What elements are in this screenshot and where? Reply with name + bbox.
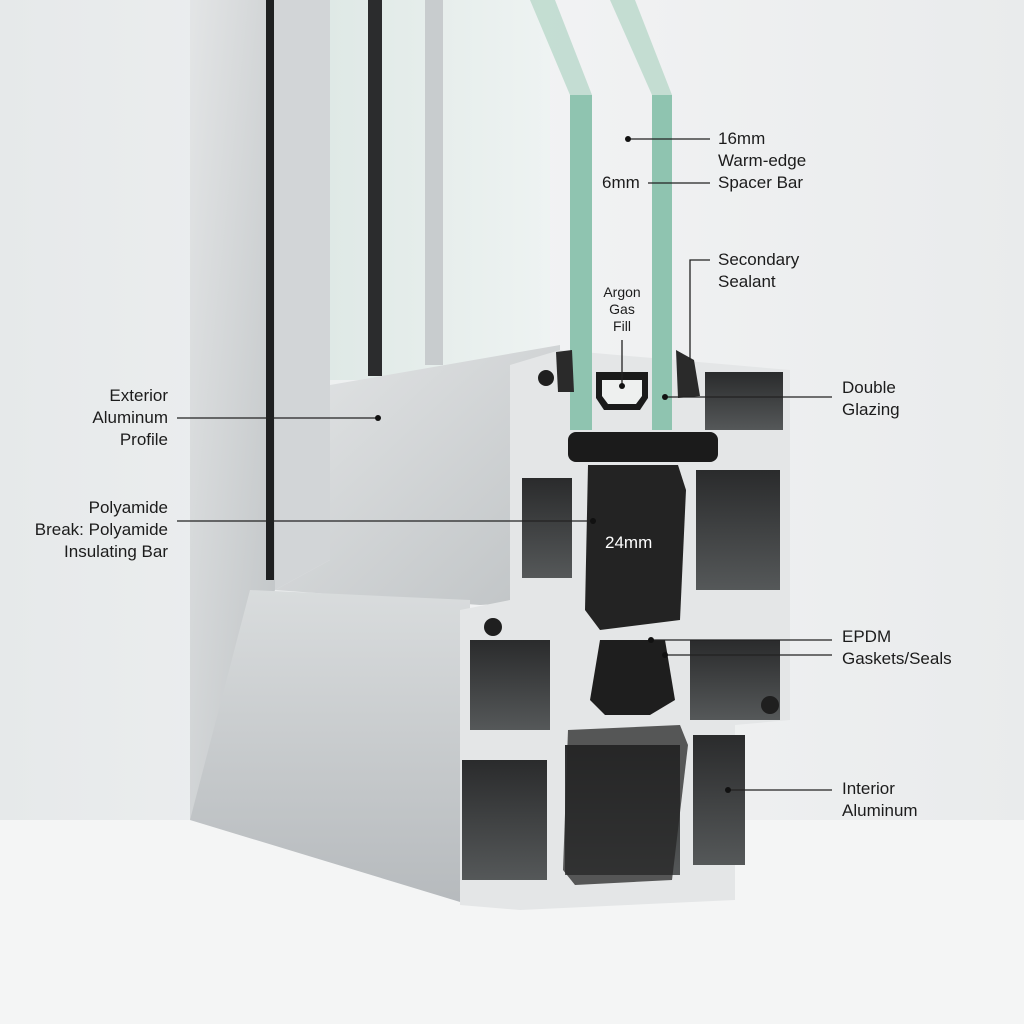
label-argon-line2: Gas bbox=[609, 301, 635, 317]
label-double-line2: Glazing bbox=[842, 400, 900, 419]
label-exterior-profile: Exterior Aluminum Profile bbox=[60, 385, 168, 451]
cavity-lower-left bbox=[470, 640, 550, 730]
leader-lines bbox=[177, 138, 832, 791]
label-epdm-gaskets: EPDM Gaskets/Seals bbox=[842, 626, 952, 670]
leader-secondary-sealant bbox=[689, 259, 710, 360]
glass-pane-inner-edge bbox=[652, 95, 672, 430]
glazing-bead bbox=[568, 432, 718, 462]
label-warm-edge-line1: 16mm bbox=[718, 129, 766, 148]
label-warm-edge-spacer: 16mm Warm-edge Spacer Bar bbox=[718, 128, 806, 194]
glass-pane-outer-edge bbox=[570, 95, 592, 430]
label-warm-edge-line3: Spacer Bar bbox=[718, 173, 804, 192]
dot-interior bbox=[725, 787, 731, 793]
dot-warm-edge bbox=[625, 136, 631, 142]
cavity-bottom-left bbox=[462, 760, 547, 880]
bottom-insulator bbox=[563, 725, 688, 885]
label-polyamide-line2: Break: Polyamide bbox=[34, 520, 168, 539]
epdm-gasket-3 bbox=[538, 370, 554, 386]
label-secondary-line2: Sealant bbox=[718, 272, 776, 291]
lower-step-face bbox=[190, 590, 470, 905]
label-break-width: 24mm bbox=[605, 533, 653, 552]
label-interior-line1: Interior bbox=[842, 779, 895, 798]
epdm-gasket-2 bbox=[761, 696, 779, 714]
cavity-upper-right bbox=[705, 372, 783, 430]
dot-polyamide bbox=[590, 518, 596, 524]
epdm-gasket-1 bbox=[484, 618, 502, 636]
label-warm-edge-line2: Warm-edge bbox=[718, 151, 807, 170]
label-epdm-line1: EPDM bbox=[842, 627, 892, 646]
label-double-glazing: Double Glazing bbox=[842, 377, 900, 421]
polyamide-bar-lower bbox=[590, 640, 675, 715]
label-argon-line3: Fill bbox=[613, 318, 631, 334]
leader-dots bbox=[375, 136, 731, 793]
label-polyamide-break: Polyamide Break: Polyamide Insulating Ba… bbox=[8, 497, 168, 563]
label-secondary-line1: Secondary bbox=[718, 250, 800, 269]
label-double-line1: Double bbox=[842, 378, 896, 397]
spacer-bar-core bbox=[602, 380, 642, 404]
frame-reveal-line bbox=[266, 0, 274, 580]
polyamide-bar bbox=[585, 465, 686, 630]
label-interior-aluminum: Interior Aluminum bbox=[842, 778, 918, 822]
label-interior-line2: Aluminum bbox=[842, 801, 918, 820]
back-glass-edge bbox=[368, 0, 382, 376]
cavity-bottom-right bbox=[693, 735, 745, 865]
back-glass-edge-2 bbox=[425, 0, 443, 365]
label-argon-gas-fill: Argon Gas Fill bbox=[596, 284, 648, 335]
label-polyamide-line1: Polyamide bbox=[88, 498, 168, 517]
cavity-right-mid bbox=[696, 470, 780, 590]
secondary-sealant-left bbox=[556, 350, 574, 392]
label-glass-thickness: 6mm bbox=[602, 173, 640, 192]
dot-epdm-2 bbox=[662, 652, 668, 658]
dot-exterior bbox=[375, 415, 381, 421]
dot-epdm-1 bbox=[648, 637, 654, 643]
label-polyamide-line3: Insulating Bar bbox=[64, 542, 168, 561]
dot-argon bbox=[619, 383, 625, 389]
frame-stile-inner bbox=[275, 0, 330, 590]
exterior-profile-face bbox=[275, 345, 560, 605]
cavity-left-mid bbox=[522, 478, 572, 578]
label-argon-line1: Argon bbox=[603, 284, 641, 300]
dot-double-glazing bbox=[662, 394, 668, 400]
secondary-sealant-right bbox=[676, 350, 700, 398]
label-exterior-line1: Exterior bbox=[109, 386, 168, 405]
label-exterior-line2: Aluminum bbox=[92, 408, 168, 427]
label-secondary-sealant: Secondary Sealant bbox=[718, 249, 799, 293]
label-epdm-line2: Gaskets/Seals bbox=[842, 649, 952, 668]
label-exterior-line3: Profile bbox=[119, 430, 168, 449]
